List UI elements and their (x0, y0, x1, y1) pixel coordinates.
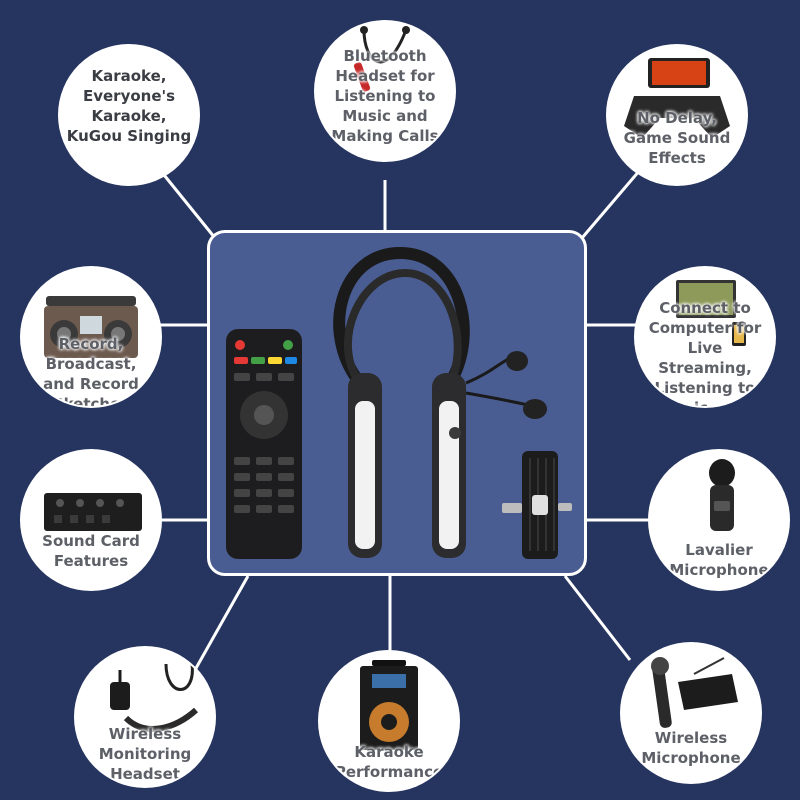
feature-label-performance: Karaoke Performance (334, 743, 444, 781)
speaker-box-icon (360, 660, 418, 750)
feature-monitoring: Wireless Monitoring Headset (76, 648, 214, 786)
neckband-earphones-icon (353, 26, 410, 92)
feature-bluetooth: Bluetooth Headset for Listening to Music… (316, 22, 454, 160)
feature-lavalier: Lavalier Microphone (650, 451, 788, 589)
feature-wirelessmic: Wireless Microphone (622, 644, 760, 782)
feature-label-karaoke: Karaoke, Everyone's Karaoke, KuGou Singi… (66, 67, 192, 145)
feature-label-record: Record, Broadcast, and Record Sketches (43, 335, 139, 406)
feature-computer: Connect to Computer for Live Streaming, … (636, 268, 774, 406)
feature-soundcard: Sound Card Features (22, 451, 160, 589)
lavalier-mic-icon (709, 459, 735, 531)
feature-label-wirelessmic: Wireless Microphone (641, 729, 741, 767)
feature-label-soundcard: Sound Card Features (42, 532, 140, 570)
usb-receiver-icon (502, 451, 572, 559)
product-illustration (226, 246, 572, 559)
computer-phone-icon (676, 280, 746, 346)
wireless-earphones-icon (110, 663, 199, 733)
feature-performance: Karaoke Performance (320, 652, 458, 790)
boombox-icon (44, 296, 138, 358)
feature-label-game: No Delay, Game Sound Effects (623, 109, 731, 167)
game-controller-icon (624, 58, 730, 138)
feature-label-bluetooth: Bluetooth Headset for Listening to Music… (331, 47, 439, 145)
feature-game: No Delay, Game Sound Effects (608, 46, 746, 184)
feature-label-lavalier: Lavalier Microphone (669, 541, 769, 579)
sound-card-icon (44, 493, 142, 531)
feature-label-monitoring: Wireless Monitoring Headset (98, 725, 192, 783)
handheld-mic-icon (651, 657, 738, 728)
neckband-headset-icon (333, 246, 547, 558)
remote-control-icon (226, 329, 302, 559)
feature-label-computer: Connect to Computer for Live Streaming, … (648, 299, 762, 406)
feature-record: Record, Broadcast, and Record Sketches (22, 268, 160, 406)
product-panel (207, 230, 587, 576)
feature-karaoke: Karaoke, Everyone's Karaoke, KuGou Singi… (60, 46, 198, 184)
